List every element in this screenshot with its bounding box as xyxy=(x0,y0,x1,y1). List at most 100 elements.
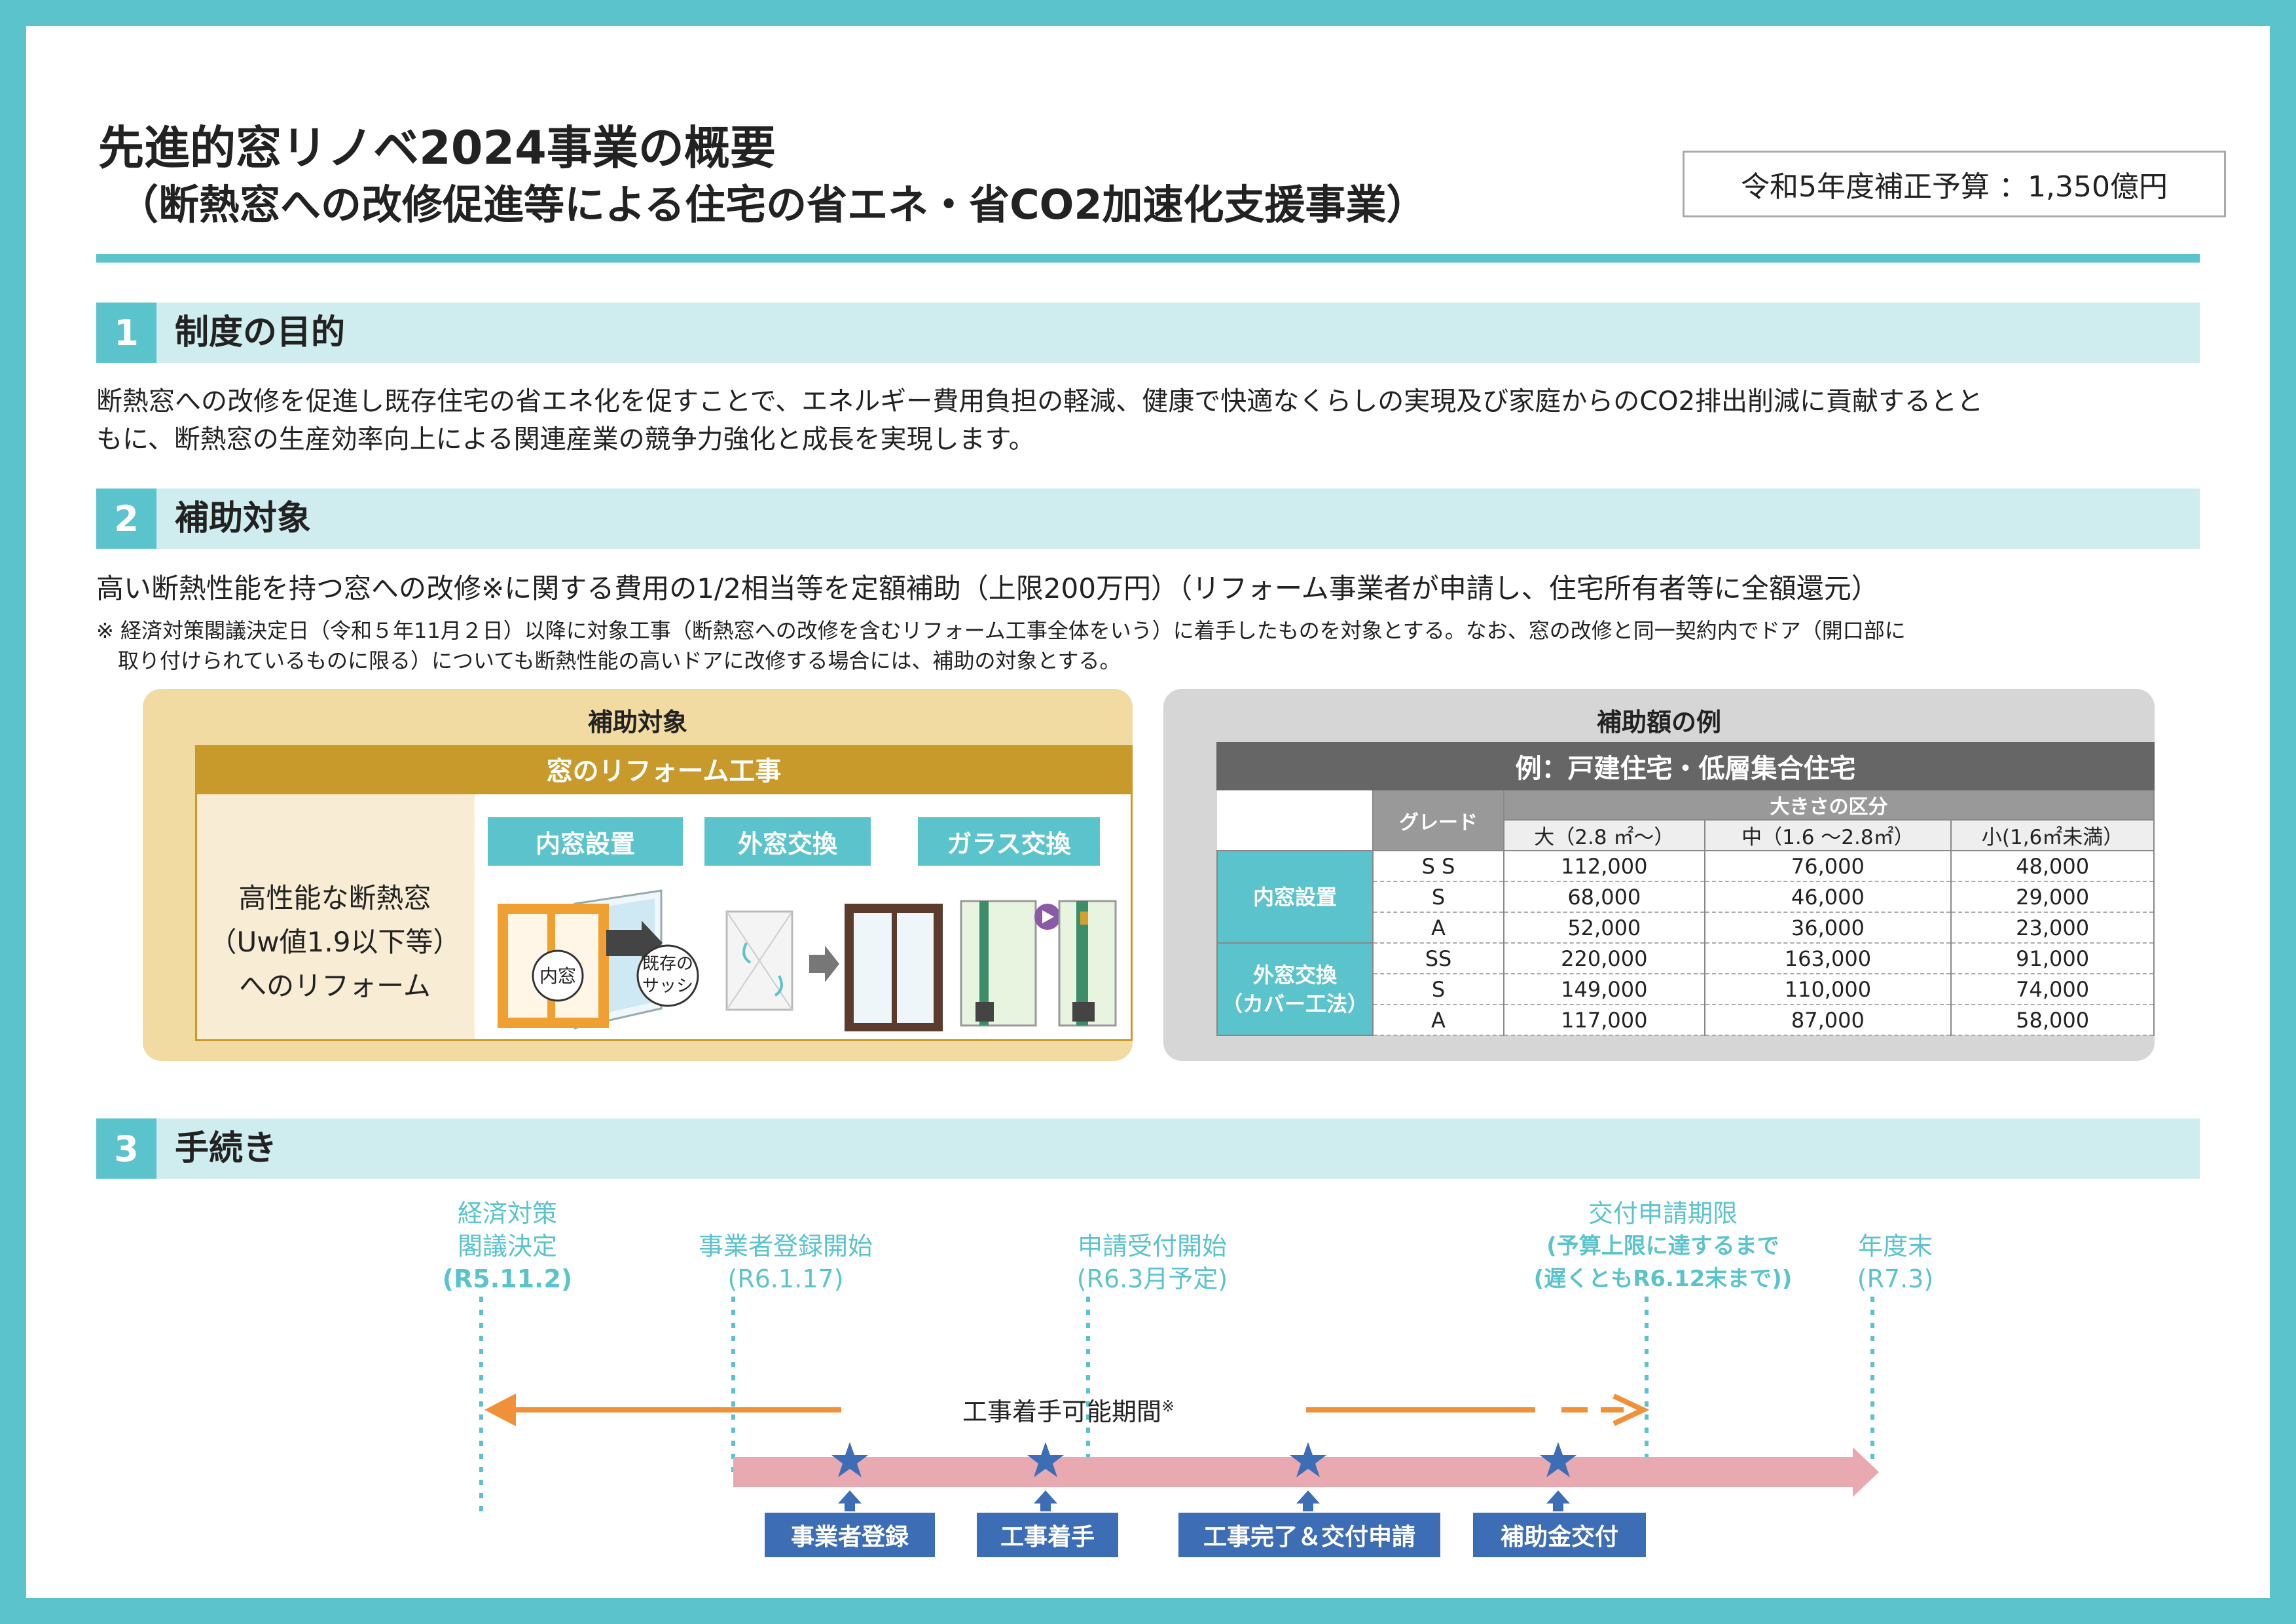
value-cell: 117,000 xyxy=(1503,1004,1705,1036)
note-line-2: 取り付けられているものに限る）についても断熱性能の高いドアに改修する場合には、補… xyxy=(118,648,1121,673)
step-registration: 事業者登録 xyxy=(765,1513,935,1557)
budget-box: 令和5年度補正予算 ：1,350億円 xyxy=(1683,151,2226,217)
size-medium: 中（1.6 ～2.8㎡） xyxy=(1704,819,1952,851)
star-icon xyxy=(1290,1442,1326,1477)
glass-illustration xyxy=(960,900,1117,1027)
section-1-number: 1 xyxy=(96,303,156,363)
inner-window-label: 内窓 xyxy=(539,965,576,987)
outer-window-illustration xyxy=(725,904,943,1031)
construction-period-label: 工事着手可能期間※ xyxy=(962,1397,1175,1426)
arrow-up-icon xyxy=(1546,1490,1570,1511)
star-icon xyxy=(1027,1442,1064,1477)
star-icons xyxy=(831,1442,1576,1477)
value-cell: 68,000 xyxy=(1503,881,1705,913)
value-cell: 149,000 xyxy=(1503,973,1705,1005)
value-cell: 58,000 xyxy=(1950,1004,2155,1036)
window-illustrations: 内窓 既存の サッシ xyxy=(498,889,1117,1031)
value-cell: 220,000 xyxy=(1503,942,1705,974)
section-3-header: 3 手続き xyxy=(96,1118,2200,1179)
table-row: 外窓交換 （カバー工法） SS 220,000 163,000 91,000 xyxy=(1216,942,2155,1036)
value-cell: 36,000 xyxy=(1704,912,1952,944)
milestone-fiscal-year-end: 年度末 (R7.3) xyxy=(1857,1232,1934,1293)
table-subheader-row: 大（2.8 ㎡～） 中（1.6 ～2.8㎡） 小(1,6㎡未満） xyxy=(1217,819,2155,851)
star-icon xyxy=(831,1442,868,1477)
size-large: 大（2.8 ㎡～） xyxy=(1503,819,1705,851)
milestone-application-start: 申請受付開始 (R6.3月予定) xyxy=(1076,1232,1228,1293)
page-title: 先進的窓リノベ2024事業の概要 xyxy=(98,121,776,175)
target-heading: 補助対象 xyxy=(587,708,687,737)
target-desc-line-1: 高性能な断熱窓 xyxy=(238,882,431,914)
grade-cell: S xyxy=(1372,881,1504,913)
note-line-1: ※ 経済対策閣議決定日（令和５年11月２日）以降に対象工事（断熱窓への改修を含む… xyxy=(96,618,1906,643)
value-cell: 91,000 xyxy=(1950,942,2155,974)
value-cell: 48,000 xyxy=(1950,850,2155,882)
milestone-application-deadline: 交付申請期限 (予算上限に達するまで (遅くともR6.12末まで)) xyxy=(1533,1199,1793,1292)
target-description: 高性能な断熱窓 （Uw値1.9以下等） へのリフォーム xyxy=(195,876,475,1008)
step-completion-application: 工事完了＆交付申請 xyxy=(1178,1513,1440,1557)
timeline xyxy=(479,1297,1879,1513)
target-desc-panel xyxy=(195,792,475,1041)
value-cell: 87,000 xyxy=(1704,1004,1952,1036)
grade-cell: SS xyxy=(1372,942,1504,974)
value-cell: 29,000 xyxy=(1950,881,2155,913)
group-inner-window: 内窓設置 xyxy=(1216,850,1374,944)
example-heading: 補助額の例 xyxy=(1596,708,1721,737)
existing-sash-label-2: サッシ xyxy=(642,976,693,996)
size-header: 大きさの区分 xyxy=(1503,789,2155,821)
subsidy-amount-table: 例：戸建住宅・低層集合住宅 グレード 大きさの区分 大（2.8 ㎡～） 中（1.… xyxy=(1216,742,2155,1036)
value-cell: 163,000 xyxy=(1704,942,1952,974)
value-cell: 23,000 xyxy=(1950,912,2155,944)
section-1-title: 制度の目的 xyxy=(175,313,346,352)
grade-cell: S xyxy=(1372,973,1504,1005)
grade-cell: S S xyxy=(1372,850,1504,882)
page: 先進的窓リノベ2024事業の概要 （断熱窓への改修促進等による住宅の省エネ・省C… xyxy=(26,26,2270,1598)
table-row: A 117,000 87,000 58,000 xyxy=(1217,1004,2155,1036)
arrow-up-icon xyxy=(1296,1490,1320,1511)
subsidy-description: 高い断熱性能を持つ窓への改修※に関する費用の1/2相当等を定額補助（上限200万… xyxy=(96,572,1879,604)
arrow-up-icon xyxy=(1034,1490,1057,1511)
window-reform-bar: 窓のリフォーム工事 xyxy=(195,745,1133,792)
value-cell: 46,000 xyxy=(1704,881,1952,913)
up-arrows xyxy=(838,1490,1570,1511)
inner-window-illustration: 内窓 既存の サッシ xyxy=(498,889,699,1029)
section-2-number: 2 xyxy=(96,489,156,549)
period-arrow-head-right xyxy=(1613,1393,1650,1426)
arrow-up-icon xyxy=(838,1490,862,1511)
page-subtitle: （断熱窓への改修促進等による住宅の省エネ・省CO2加速化支援事業） xyxy=(118,181,1427,229)
milestone-cabinet-decision: 経済対策 閣議決定 (R5.11.2) xyxy=(442,1199,573,1293)
table-row: S 68,000 46,000 29,000 xyxy=(1217,881,2155,913)
section-2-title: 補助対象 xyxy=(175,499,312,538)
type-glass: ガラス交換 xyxy=(918,817,1100,866)
step-subsidy-grant: 補助金交付 xyxy=(1473,1513,1646,1557)
existing-sash-label-1: 既存の xyxy=(642,954,693,974)
section-3-number: 3 xyxy=(96,1118,156,1179)
step-construction-start: 工事着手 xyxy=(977,1513,1118,1557)
table-corner xyxy=(1217,789,1374,851)
size-small: 小(1,6㎡未満） xyxy=(1950,819,2155,851)
section-2-header: 2 補助対象 xyxy=(96,489,2200,549)
table-row: S 149,000 110,000 74,000 xyxy=(1217,973,2155,1005)
section-1-header: 1 制度の目的 xyxy=(96,303,2200,363)
value-cell: 112,000 xyxy=(1503,850,1705,882)
progress-bar xyxy=(733,1457,1859,1487)
group-outer-window: 外窓交換 （カバー工法） xyxy=(1216,942,1374,1036)
period-arrow-head-left xyxy=(484,1393,516,1426)
grade-cell: A xyxy=(1372,912,1504,944)
value-cell: 76,000 xyxy=(1704,850,1952,882)
table-row: 内窓設置 S S 112,000 76,000 48,000 xyxy=(1216,850,2155,944)
star-icon xyxy=(1540,1442,1576,1477)
grade-cell: A xyxy=(1372,1004,1504,1036)
table-row: A 52,000 36,000 23,000 xyxy=(1217,912,2155,944)
target-desc-line-2: （Uw値1.9以下等） xyxy=(209,926,461,958)
section-3-title: 手続き xyxy=(175,1129,278,1168)
purpose-line-1: 断熱窓への改修を促進し既存住宅の省エネ化を促すことで、エネルギー費用負担の軽減、… xyxy=(96,386,1984,416)
table-caption: 例：戸建住宅・低層集合住宅 xyxy=(1216,742,2155,790)
type-outer-window: 外窓交換 xyxy=(704,817,871,866)
table-caption-row: 例：戸建住宅・低層集合住宅 xyxy=(1216,742,2155,790)
target-desc-line-3: へのリフォーム xyxy=(239,970,431,1002)
value-cell: 74,000 xyxy=(1950,973,2155,1005)
table-header-row: グレード 大きさの区分 xyxy=(1217,789,2155,851)
value-cell: 52,000 xyxy=(1503,912,1705,944)
value-cell: 110,000 xyxy=(1704,973,1952,1005)
title-divider xyxy=(96,254,2200,263)
